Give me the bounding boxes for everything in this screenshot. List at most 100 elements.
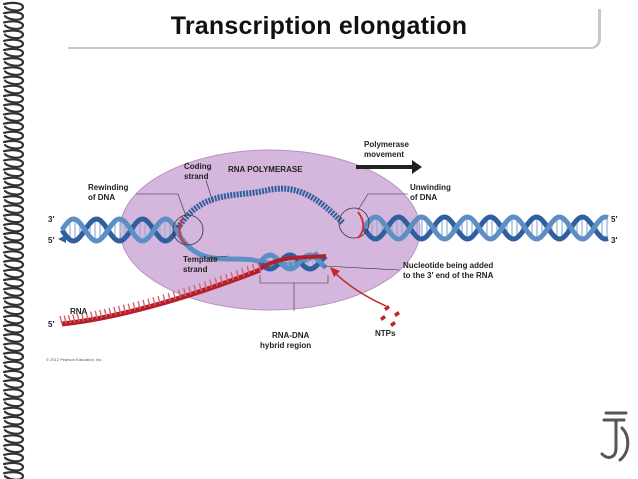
spiral-ring [2, 305, 25, 316]
spiral-ring [2, 323, 25, 334]
spiral-ring [2, 47, 25, 58]
slide-title: Transcription elongation [170, 12, 468, 40]
spiral-ring [2, 296, 25, 306]
strand-arrowhead [58, 235, 66, 243]
spiral-ring [2, 369, 25, 380]
rna-base [103, 308, 108, 318]
spiral-ring [2, 268, 25, 279]
leader-coding [205, 179, 214, 204]
spiral-ring [2, 204, 25, 214]
spiral-ring [2, 29, 25, 40]
spiral-ring [2, 443, 25, 454]
label-template-strand-2: strand [183, 265, 208, 274]
rna-base [203, 281, 208, 290]
unwinding-circle [338, 207, 370, 239]
label-hybrid-1: RNA-DNA [272, 331, 310, 340]
spiral-ring [2, 11, 25, 21]
spiral-binding [2, 1, 25, 479]
spiral-ring [2, 388, 25, 398]
rna-base [198, 282, 202, 292]
rna-base [182, 288, 187, 297]
rna-base [162, 294, 166, 303]
dna-helix-left [58, 216, 183, 244]
unwinding-arrow [357, 211, 365, 239]
rna-base [147, 298, 151, 307]
rna-base [59, 315, 63, 325]
dna-backbone [361, 214, 609, 242]
spiral-ring [2, 351, 25, 362]
end-left-top: 3′ [48, 215, 54, 224]
label-rna-polymerase: RNA POLYMERASE [228, 165, 303, 174]
spiral-ring [2, 259, 25, 270]
dna-backbone [258, 252, 328, 272]
spiral-ring [2, 176, 25, 187]
leader-nucleotide [322, 265, 401, 271]
publisher-logo [600, 411, 630, 462]
spiral-ring [2, 1, 25, 12]
spiral-ring [2, 20, 25, 30]
spiral-ring [2, 121, 25, 132]
label-nucleotide-1: Nucleotide being added [403, 261, 493, 270]
rna-base [235, 269, 240, 279]
rna-base [209, 279, 213, 288]
spiral-ring [2, 195, 25, 205]
rna-base [127, 303, 131, 312]
rna-base [225, 273, 229, 283]
end-left-bottom: 5′ [48, 236, 54, 245]
rna-base [251, 263, 256, 273]
rna-base [177, 289, 182, 298]
label-coding-strand-2: strand [184, 172, 209, 181]
ntp-incoming-arrow [333, 271, 387, 307]
label-nucleotide-2: to the 3′ end of the RNA [403, 271, 494, 280]
label-hybrid-2: hybrid region [260, 341, 311, 350]
spiral-ring [2, 112, 25, 122]
rewinding-arrow [178, 217, 187, 245]
rna-base [80, 312, 85, 322]
spiral-ring [2, 425, 25, 435]
rna-base [94, 310, 98, 319]
ntp [394, 311, 400, 317]
spiral-ring [2, 452, 25, 463]
transcription-diagram: Polymerase movement RNA POLYMERASE Codin… [46, 140, 617, 362]
rna-base [219, 275, 224, 285]
spiral-ring [2, 379, 25, 389]
ntp-arrowhead [330, 267, 340, 277]
spiral-ring [2, 167, 25, 178]
spiral-ring [2, 461, 25, 472]
spiral-ring [2, 277, 25, 288]
spiral-ring [2, 250, 25, 260]
label-polymerase-movement-2: movement [364, 150, 404, 159]
leader-rewinding [136, 193, 187, 217]
dna-helix-right [361, 214, 609, 242]
rna-base [99, 309, 103, 319]
rna-base [132, 302, 136, 311]
label-polymerase-movement-1: Polymerase [364, 140, 409, 149]
polymerase-movement-arrow [356, 160, 422, 174]
spiral-ring [2, 38, 25, 49]
rna-base [193, 284, 197, 294]
rna-strand [59, 261, 261, 327]
end-rna-left: 5′ [48, 320, 54, 329]
label-template-strand-1: Template [183, 255, 218, 264]
spiral-ring [2, 342, 25, 352]
rna-base [157, 295, 161, 305]
dna-backbone [59, 216, 183, 244]
label-rewinding-1: Rewinding [88, 183, 129, 192]
spiral-ring [2, 75, 25, 86]
spiral-ring [2, 213, 25, 224]
rna-base [241, 267, 245, 277]
ntp [380, 315, 386, 321]
rna-base [257, 261, 261, 271]
rna-base [117, 305, 122, 315]
rna-base [89, 311, 94, 320]
spiral-ring [2, 287, 25, 297]
leader-template [207, 255, 229, 259]
rna-base [76, 313, 80, 322]
spiral-ring [2, 57, 25, 67]
spiral-ring [2, 84, 25, 95]
spiral-ring [2, 360, 25, 371]
spiral-ring [2, 333, 25, 343]
spiral-ring [2, 406, 25, 417]
spiral-ring [2, 158, 25, 168]
label-coding-strand-1: Coding [184, 162, 212, 171]
